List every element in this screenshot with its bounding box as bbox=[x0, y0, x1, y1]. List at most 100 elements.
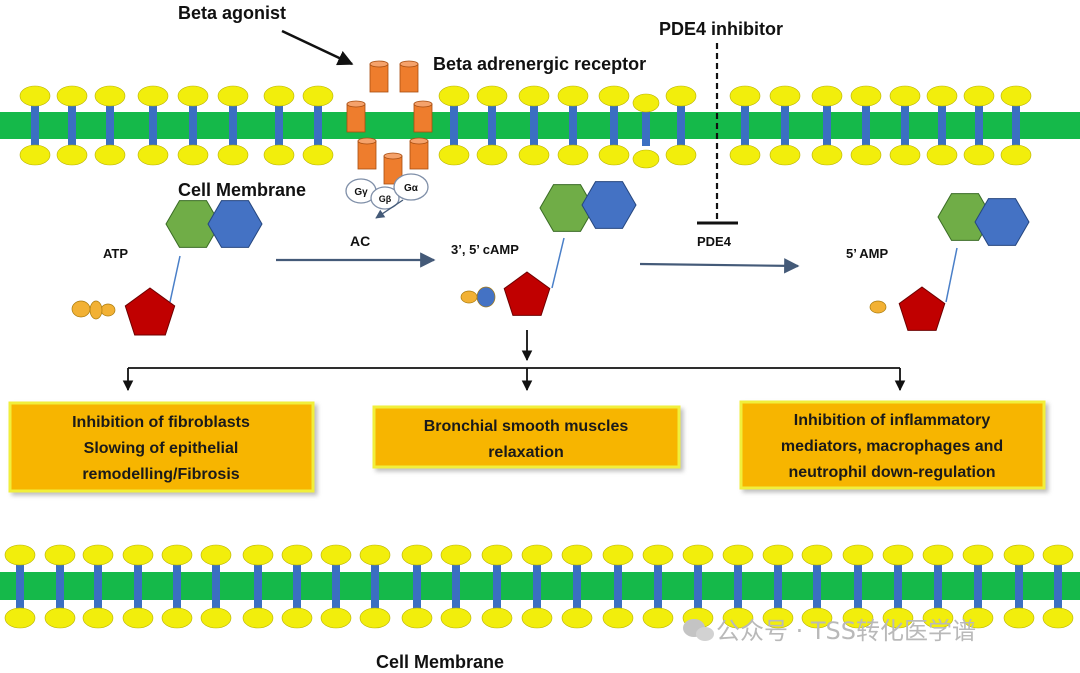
lipid-head-inner bbox=[56, 144, 88, 166]
lipid-head-inner bbox=[440, 607, 472, 629]
lipid-tail bbox=[31, 104, 39, 148]
lipid-head-outer bbox=[769, 85, 801, 107]
lipid-head-outer bbox=[561, 544, 593, 566]
lipid bbox=[122, 544, 154, 629]
lipid-head-outer bbox=[44, 544, 76, 566]
lipid-tail bbox=[56, 563, 64, 610]
receptor-helix bbox=[346, 100, 366, 133]
ribose-base-bond bbox=[945, 247, 958, 303]
lipid bbox=[242, 544, 274, 629]
lipid-head-outer bbox=[722, 544, 754, 566]
lipid bbox=[4, 544, 36, 629]
receptor-helix bbox=[409, 137, 429, 170]
lipid-tail bbox=[934, 563, 942, 610]
lipid-tail bbox=[94, 563, 102, 610]
lipid bbox=[642, 544, 674, 629]
lipid-head-outer bbox=[518, 85, 550, 107]
lipid-tail bbox=[573, 563, 581, 610]
lipid-head-outer bbox=[557, 85, 589, 107]
membrane-band bbox=[0, 112, 1080, 139]
lipid-tail bbox=[894, 563, 902, 610]
phosphate-group bbox=[460, 290, 478, 304]
camp-molecule bbox=[460, 181, 637, 316]
lipid-head-outer bbox=[882, 544, 914, 566]
lipid-head-outer bbox=[56, 85, 88, 107]
g-protein: Gγ Gβ Gα bbox=[345, 173, 429, 219]
wechat-icon bbox=[683, 619, 714, 641]
pde4-inhibitor-label: PDE4 inhibitor bbox=[659, 19, 783, 39]
lipid bbox=[811, 85, 843, 166]
lipid-head-inner bbox=[561, 607, 593, 629]
lipid-head-outer bbox=[359, 544, 391, 566]
lipid-head-inner bbox=[963, 144, 995, 166]
lipid bbox=[602, 544, 634, 629]
lipid bbox=[320, 544, 352, 629]
lipid-tail bbox=[975, 104, 983, 148]
beta-agonist-arrow bbox=[281, 29, 354, 66]
lipid-head-inner bbox=[598, 144, 630, 166]
lipid-head-inner bbox=[161, 607, 193, 629]
helix-top bbox=[399, 60, 419, 68]
purine-ring-blue bbox=[581, 181, 637, 229]
lipid-head-inner bbox=[242, 607, 274, 629]
atp-label: ATP bbox=[103, 246, 128, 261]
lipid-head-inner bbox=[801, 607, 833, 629]
lipid-head-outer bbox=[438, 85, 470, 107]
ribose-base-bond bbox=[169, 255, 181, 303]
lipid-head-inner bbox=[481, 607, 513, 629]
helix-body bbox=[409, 140, 429, 170]
lipid-head-outer bbox=[1000, 85, 1032, 107]
g-alpha-to-ac-arrow bbox=[375, 199, 404, 219]
lipid-head-inner bbox=[263, 144, 295, 166]
lipid bbox=[963, 85, 995, 166]
helix-body bbox=[357, 140, 377, 170]
lipid-head-inner bbox=[1042, 607, 1074, 629]
purine-ring-blue bbox=[974, 198, 1030, 246]
lipid-tail bbox=[774, 563, 782, 610]
lipid bbox=[632, 93, 660, 169]
lipid-head-inner bbox=[962, 607, 994, 629]
lipid bbox=[44, 544, 76, 629]
lipid-tail bbox=[314, 104, 322, 148]
lipid-tail bbox=[229, 104, 237, 148]
lipid bbox=[401, 544, 433, 629]
phosphate-group bbox=[89, 300, 103, 320]
lipid-head-outer bbox=[440, 544, 472, 566]
lipid bbox=[82, 544, 114, 629]
g-gamma-label: Gγ bbox=[354, 187, 368, 198]
lipid-head-inner bbox=[632, 149, 660, 169]
lipid-head-outer bbox=[82, 544, 114, 566]
lipid-head-inner bbox=[521, 607, 553, 629]
lipid-tail bbox=[212, 563, 220, 610]
ribose-pentagon bbox=[124, 287, 176, 336]
helix-body bbox=[399, 63, 419, 93]
lipid-head-outer bbox=[320, 544, 352, 566]
lipid-head-inner bbox=[401, 607, 433, 629]
lipid-head-outer bbox=[161, 544, 193, 566]
phosphate-group bbox=[869, 300, 887, 314]
lipid-head-outer bbox=[217, 85, 249, 107]
lipid-head-outer bbox=[137, 85, 169, 107]
lipid-tail bbox=[938, 104, 946, 148]
lipid-head-outer bbox=[963, 85, 995, 107]
lipid-tail bbox=[452, 563, 460, 610]
lipid bbox=[598, 85, 630, 166]
lipid bbox=[889, 85, 921, 166]
lipid-tail bbox=[1015, 563, 1023, 610]
camp-label: 3’, 5’ cAMP bbox=[451, 242, 519, 257]
lipid-head-inner bbox=[557, 144, 589, 166]
lipid-head-outer bbox=[598, 85, 630, 107]
lipid bbox=[762, 544, 794, 629]
helix-body bbox=[413, 103, 433, 133]
lipid-tail bbox=[813, 563, 821, 610]
lipid-head-outer bbox=[263, 85, 295, 107]
outcome-line: neutrophil down-regulation bbox=[788, 464, 995, 481]
lipid-head-inner bbox=[438, 144, 470, 166]
lipid-head-outer bbox=[302, 85, 334, 107]
lipid bbox=[722, 544, 754, 629]
lipid-head-inner bbox=[889, 144, 921, 166]
lipid-head-outer bbox=[842, 544, 874, 566]
lipid bbox=[801, 544, 833, 629]
lipid-head-inner bbox=[850, 144, 882, 166]
lipid-head-inner bbox=[926, 144, 958, 166]
